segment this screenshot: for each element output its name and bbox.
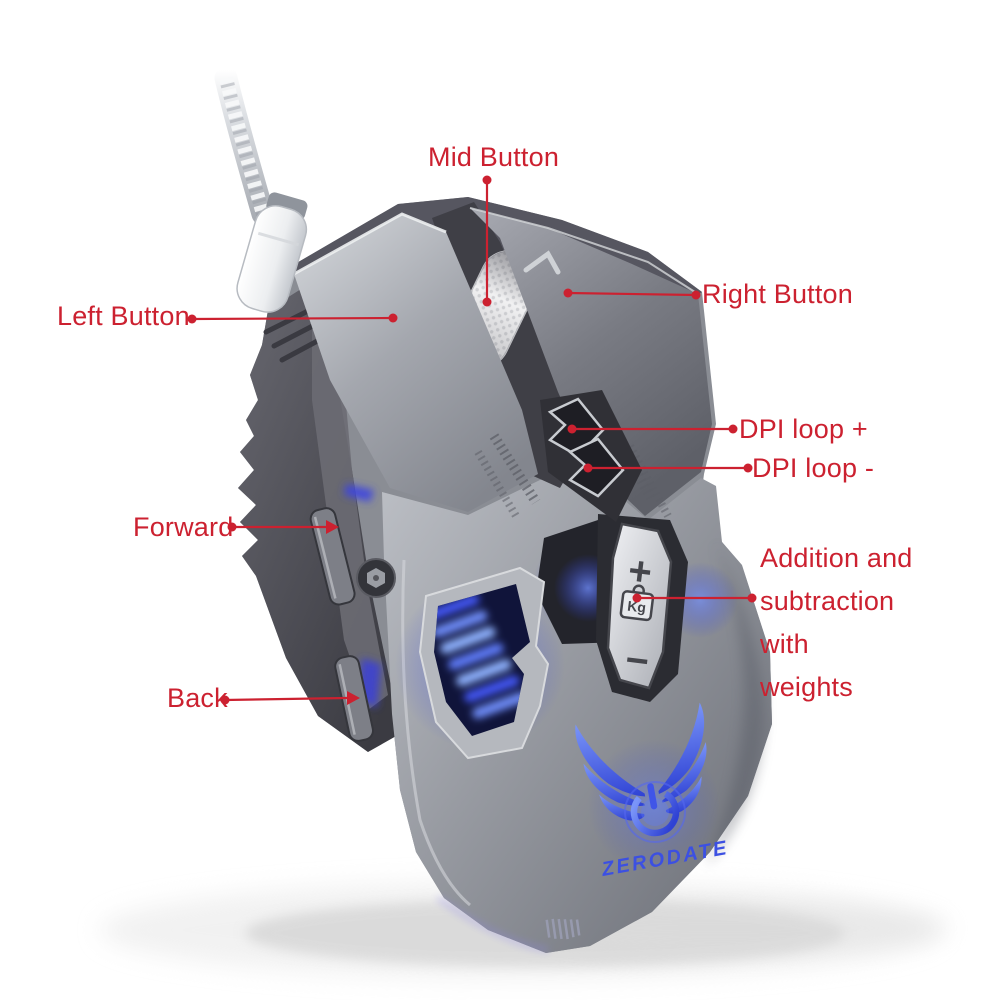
back-leader <box>220 691 360 705</box>
weight-adjust-rocker: + Kg − <box>596 514 688 702</box>
dpi-plus-leader <box>567 424 738 434</box>
bottom-ribs <box>545 918 581 940</box>
label-right-button: Right Button <box>702 279 853 309</box>
right-button-leader <box>563 288 701 300</box>
label-weights-line3: weights <box>760 672 853 702</box>
led-bars <box>434 594 528 719</box>
label-weights: Addition and subtraction with weights <box>760 537 930 709</box>
dpi-minus-leader <box>583 463 753 473</box>
cable-strain-relief <box>236 192 308 313</box>
logo-power-icon <box>624 781 686 843</box>
mouse-cable <box>214 66 275 226</box>
left-button-edge-highlight <box>293 212 447 276</box>
label-left-button: Left Button <box>57 301 190 331</box>
weights-leader <box>632 593 757 603</box>
forward-side-button <box>309 507 356 606</box>
left-button <box>294 214 538 512</box>
label-back: Back <box>167 683 228 713</box>
rocker-plus-label: + <box>626 548 655 595</box>
right-button <box>470 208 712 516</box>
label-dpi-minus: DPI loop - <box>752 453 875 483</box>
led-window <box>418 566 550 760</box>
label-dpi-plus: DPI loop + <box>739 414 868 444</box>
right-button-edge-highlight <box>469 207 699 295</box>
rocker-minus-label: − <box>623 638 652 685</box>
rocker-kg-label: Kg <box>627 598 647 616</box>
weight-rocker-symbols: + Kg − <box>619 548 655 685</box>
forward-leader <box>227 520 339 534</box>
left-button-leader <box>187 313 398 324</box>
label-weights-line1: Addition and <box>760 543 913 573</box>
bottom-led-strip <box>436 896 549 952</box>
side-screw <box>356 558 396 598</box>
mid-button-leader <box>482 175 492 307</box>
palm-right-shade <box>706 540 765 866</box>
dpi-indicator-mark <box>523 250 561 275</box>
annotation-leader-lines <box>187 175 757 705</box>
label-weights-line2: subtraction with <box>760 586 895 659</box>
label-mid-button: Mid Button <box>428 142 560 172</box>
label-forward: Forward <box>133 512 234 542</box>
forward-button-glow <box>344 484 374 502</box>
